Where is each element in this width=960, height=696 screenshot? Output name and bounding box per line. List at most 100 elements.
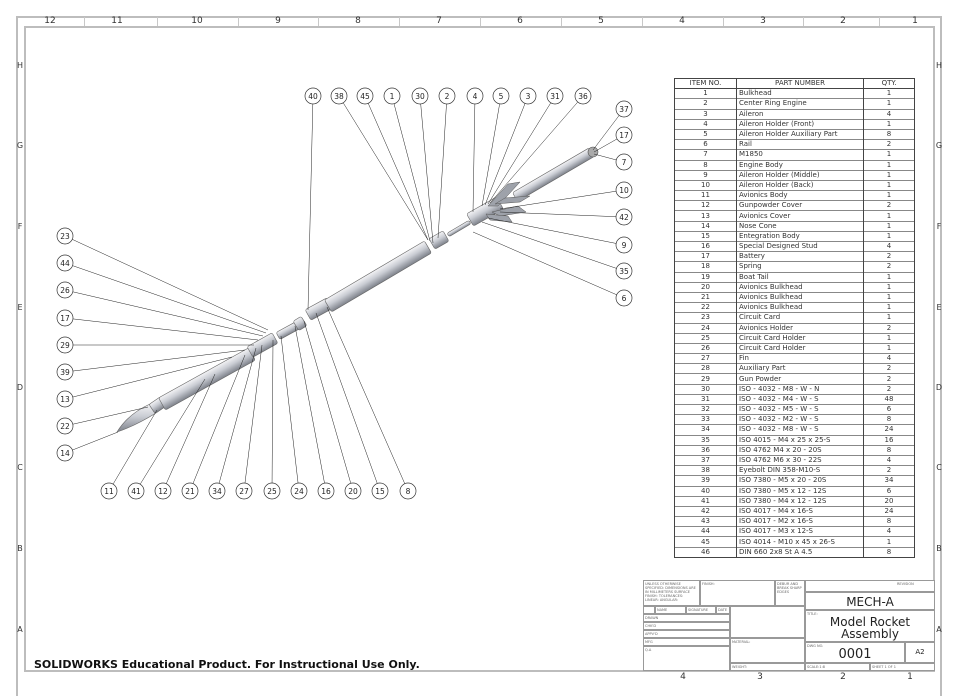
balloon-circle bbox=[615, 289, 633, 307]
balloon-leader-line bbox=[192, 354, 246, 484]
bom-cell-item: 21 bbox=[674, 292, 737, 303]
balloon-circle bbox=[492, 87, 510, 105]
bom-header-qty: QTY. bbox=[863, 77, 915, 90]
balloon-leader-line bbox=[72, 349, 246, 372]
bom-header-item: ITEM NO. bbox=[674, 77, 737, 90]
zone-row-label-right: D bbox=[935, 383, 943, 392]
bom-cell-item: 37 bbox=[674, 455, 737, 466]
bom-cell-part: ISO 4014 - M10 x 45 x 26-S bbox=[736, 536, 864, 548]
bom-cell-item: 18 bbox=[674, 261, 737, 273]
bom-cell-qty: 1 bbox=[863, 536, 915, 548]
balloon-circle bbox=[615, 236, 633, 254]
balloon-circle bbox=[574, 87, 592, 105]
zone-row-label-left: B bbox=[17, 544, 23, 553]
balloon-item-number: 30 bbox=[415, 92, 425, 101]
bom-cell-part: Aileron Holder Auxiliary Part bbox=[736, 129, 864, 140]
bom-cell-part: Rail bbox=[736, 139, 864, 150]
balloon-circle bbox=[615, 100, 633, 118]
zone-divider bbox=[479, 17, 481, 26]
bom-cell-qty: 4 bbox=[863, 455, 915, 466]
balloon-leader-line bbox=[166, 373, 216, 484]
balloon-circle bbox=[127, 482, 145, 500]
bom-cell-part: M1850 bbox=[736, 149, 864, 160]
drawing-title-line2: Assembly bbox=[841, 627, 899, 641]
bom-cell-item: 13 bbox=[674, 210, 737, 222]
bom-cell-item: 28 bbox=[674, 363, 737, 374]
balloon-circle bbox=[56, 390, 74, 408]
balloon-item-number: 13 bbox=[60, 395, 70, 404]
aileron-fin-part bbox=[494, 195, 531, 205]
balloon-circle bbox=[208, 482, 226, 500]
bom-cell-part: Aileron bbox=[736, 109, 864, 120]
drawing-number: 0001 bbox=[838, 647, 872, 662]
bom-cell-part: Auxiliary Part bbox=[736, 363, 864, 374]
bom-cell-part: ISO 7380 - M4 x 12 - 12S bbox=[736, 496, 864, 507]
bom-cell-qty: 1 bbox=[863, 343, 915, 354]
balloon-item-number: 8 bbox=[406, 487, 411, 496]
bom-cell-part: ISO 4017 - M3 x 12-S bbox=[736, 526, 864, 537]
bom-cell-part: ISO 4015 - M4 x 25 x 25-S bbox=[736, 435, 864, 446]
zone-column-label: 10 bbox=[191, 16, 203, 26]
bom-cell-part: Gun Powder bbox=[736, 373, 864, 385]
balloon-item-number: 45 bbox=[360, 92, 370, 101]
balloon-item-number: 24 bbox=[294, 487, 304, 496]
bom-cell-qty: 1 bbox=[863, 119, 915, 130]
balloon-circle bbox=[356, 87, 374, 105]
balloon-circle bbox=[56, 417, 74, 435]
balloon-leader-line bbox=[342, 102, 429, 241]
rail-part bbox=[447, 220, 471, 237]
bom-cell-qty: 4 bbox=[863, 109, 915, 120]
dwg-no-label: DWG NO. bbox=[807, 644, 824, 648]
balloon-item-number: 12 bbox=[158, 487, 168, 496]
bom-cell-item: 42 bbox=[674, 506, 737, 517]
bom-cell-part: Circuit Card Holder bbox=[736, 333, 864, 344]
balloon-item-number: 1 bbox=[390, 92, 395, 101]
bom-cell-qty: 24 bbox=[863, 424, 915, 436]
motor-part bbox=[512, 148, 595, 201]
balloon-item-number: 40 bbox=[308, 92, 318, 101]
dwg-no-cell: DWG NO. 0001 bbox=[805, 642, 905, 663]
balloon-item-number: 41 bbox=[131, 487, 141, 496]
balloon-item-number: 4 bbox=[473, 92, 478, 101]
bom-cell-item: 10 bbox=[674, 180, 737, 191]
zone-row-label-left: F bbox=[17, 222, 23, 231]
zone-divider bbox=[560, 17, 562, 26]
bom-cell-part: Spring bbox=[736, 261, 864, 273]
bom-cell-item: 6 bbox=[674, 139, 737, 150]
balloon-leader-line bbox=[72, 265, 267, 334]
bom-cell-part: Avionics Bulkhead bbox=[736, 302, 864, 313]
zone-column-label: 5 bbox=[598, 16, 604, 26]
bom-cell-part: Battery bbox=[736, 251, 864, 262]
zone-column-label: 12 bbox=[44, 16, 56, 26]
balloon-leader-line bbox=[487, 102, 551, 205]
balloon-item-number: 25 bbox=[267, 487, 277, 496]
sheet-number-cell: SHEET 1 OF 1 bbox=[870, 663, 935, 671]
bom-cell-item: 15 bbox=[674, 231, 737, 242]
bom-cell-part: Avionics Holder bbox=[736, 323, 864, 334]
balloon-circle bbox=[399, 482, 417, 500]
balloon-leader-line bbox=[294, 325, 325, 484]
balloon-circle bbox=[615, 181, 633, 199]
bom-cell-part: Fin bbox=[736, 353, 864, 364]
sheet-outer-border bbox=[16, 16, 942, 696]
bom-cell-item: 32 bbox=[674, 404, 737, 415]
zone-row-label-left: E bbox=[17, 303, 23, 312]
drawing-title-line1: Model Rocket bbox=[829, 615, 911, 629]
material-cell: MATERIAL: bbox=[730, 638, 805, 663]
bom-cell-item: 29 bbox=[674, 373, 737, 385]
bom-cell-qty: 4 bbox=[863, 526, 915, 537]
bom-cell-qty: 1 bbox=[863, 190, 915, 201]
balloon-leader-line bbox=[592, 115, 620, 151]
